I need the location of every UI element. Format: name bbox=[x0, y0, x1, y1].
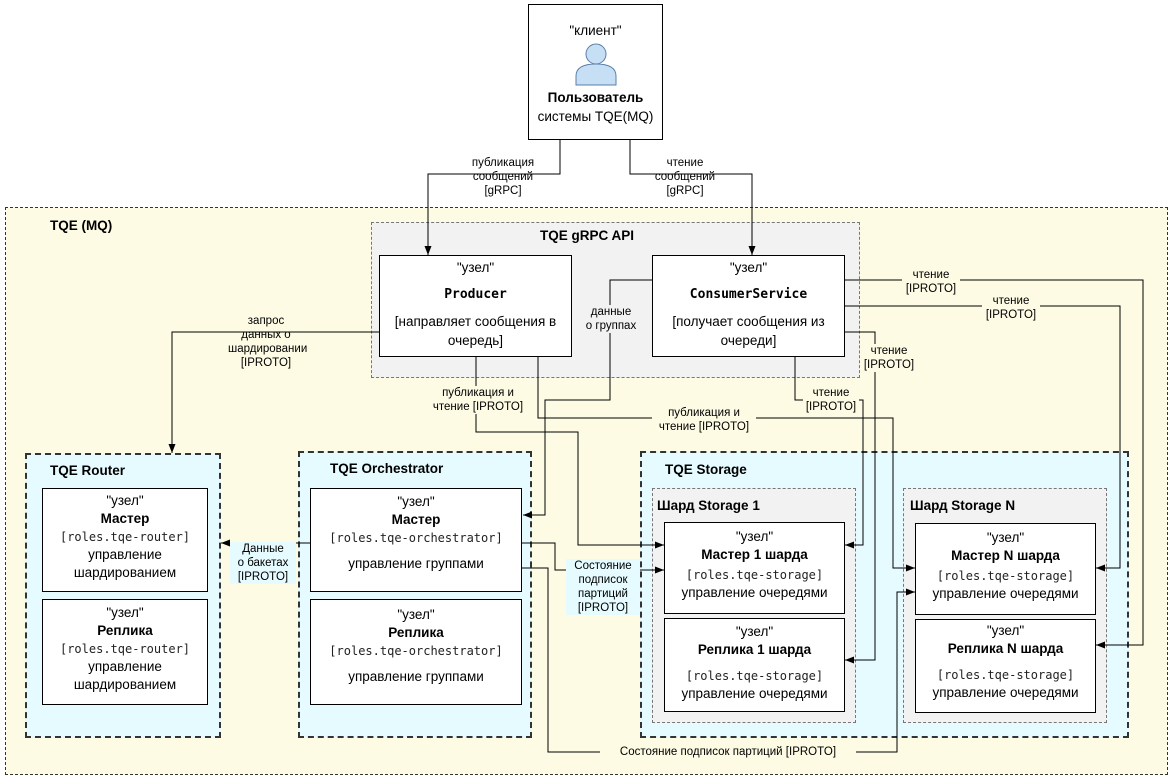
node-role: "узел" bbox=[735, 529, 774, 544]
edge-label-read-4: чтение[IPROTO] bbox=[902, 268, 960, 296]
node-roles: [roles.tqe-router] bbox=[59, 530, 191, 544]
edge-read bbox=[629, 140, 756, 255]
edge-sharding-request bbox=[168, 331, 379, 453]
shard1-replica-node: "узел" Реплика 1 шарда [roles.tqe-storag… bbox=[664, 618, 845, 712]
node-role: "узел" bbox=[986, 623, 1025, 638]
client-actor: "клиент" Пользователь системы TQE(MQ) bbox=[528, 4, 663, 140]
edge-groups-data bbox=[523, 279, 652, 519]
edge-label-sub-state-bottom: Состояние подписок партиций [IPROTO] bbox=[600, 745, 856, 759]
orchestrator-replica-node: "узел" Реплика [roles.tqe-orchestrator] … bbox=[310, 599, 522, 705]
edge-read-1 bbox=[794, 357, 864, 549]
edge-pub-read-2 bbox=[537, 357, 915, 572]
client-title: Пользователь bbox=[547, 90, 644, 105]
router-master-node: "узел" Мастер [roles.tqe-router] управле… bbox=[42, 488, 208, 592]
node-name: Мастер bbox=[391, 512, 441, 527]
shard1-title: Шард Storage 1 bbox=[657, 498, 760, 513]
orchestrator-master-node: "узел" Мастер [roles.tqe-orchestrator] у… bbox=[310, 488, 522, 592]
tqe-group-title: TQE (MQ) bbox=[50, 218, 113, 233]
router-title: TQE Router bbox=[50, 463, 126, 478]
node-roles: [roles.tqe-storage] bbox=[685, 568, 824, 582]
node-role: "узел" bbox=[106, 605, 144, 620]
consumer-node: "узел" ConsumerService [получает сообщен… bbox=[652, 255, 845, 357]
node-desc: [получает сообщения из очереди] bbox=[672, 314, 825, 348]
node-desc: управление шардированием bbox=[73, 659, 177, 692]
grpc-api-title: TQE gRPC API bbox=[540, 228, 635, 243]
shardN-title: Шард Storage N bbox=[910, 498, 1016, 513]
router-replica-node: "узел" Реплика [roles.tqe-router] управл… bbox=[42, 599, 208, 705]
node-name: Реплика N шарда bbox=[947, 641, 1064, 656]
orchestrator-title: TQE Orchestrator bbox=[330, 461, 444, 476]
node-roles: [roles.tqe-router] bbox=[59, 642, 191, 656]
node-roles: [roles.tqe-orchestrator] bbox=[329, 644, 503, 658]
node-name: Реплика 1 шарда bbox=[697, 642, 812, 657]
edge-label-read-1: чтение[IPROTO] bbox=[803, 386, 859, 414]
node-role: "узел" bbox=[729, 260, 768, 275]
node-name: Мастер 1 шарда bbox=[701, 547, 808, 562]
node-desc: управление очередями bbox=[681, 585, 828, 600]
node-name: Реплика bbox=[388, 625, 444, 640]
client-role: "клиент" bbox=[569, 23, 622, 38]
node-roles: [roles.tqe-storage] bbox=[936, 569, 1075, 583]
node-role: "узел" bbox=[986, 530, 1025, 545]
producer-node: "узел" Producer [направляет сообщения в … bbox=[379, 255, 572, 357]
node-desc: управление очередями bbox=[932, 586, 1079, 601]
edge-read-4 bbox=[845, 279, 1144, 649]
client-subtitle: системы TQE(MQ) bbox=[537, 109, 654, 124]
node-role: "узел" bbox=[456, 260, 495, 275]
node-role: "узел" bbox=[735, 624, 774, 639]
edge-label-read-3: чтение[IPROTO] bbox=[982, 294, 1040, 322]
person-icon bbox=[575, 43, 616, 86]
storage-title: TQE Storage bbox=[665, 462, 747, 477]
shardN-replica-node: "узел" Реплика N шарда [roles.tqe-storag… bbox=[915, 619, 1096, 713]
node-roles: [roles.tqe-storage] bbox=[936, 668, 1075, 682]
node-desc: управление очередями bbox=[681, 686, 828, 701]
edge-label-read-2: чтение[IPROTO] bbox=[860, 344, 918, 372]
node-role: "узел" bbox=[106, 493, 144, 508]
node-desc: управление группами bbox=[348, 556, 484, 571]
node-name: ConsumerService bbox=[689, 287, 808, 302]
node-role: "узел" bbox=[397, 607, 435, 622]
edge-publish bbox=[424, 140, 561, 255]
shardN-master-node: "узел" Мастер N шарда [roles.tqe-storage… bbox=[915, 523, 1096, 615]
shard1-master-node: "узел" Мастер 1 шарда [roles.tqe-storage… bbox=[664, 522, 845, 614]
node-role: "узел" bbox=[397, 494, 435, 509]
node-name: Producer bbox=[444, 287, 507, 302]
node-desc: управление очередями bbox=[932, 685, 1079, 700]
node-name: Мастер bbox=[100, 511, 150, 526]
node-name: Реплика bbox=[97, 623, 153, 638]
node-roles: [roles.tqe-orchestrator] bbox=[329, 531, 503, 545]
node-desc: управление группами bbox=[348, 669, 484, 684]
node-desc: [направляет сообщения в очередь] bbox=[394, 314, 557, 348]
node-roles: [roles.tqe-storage] bbox=[685, 669, 824, 683]
node-desc: управление шардированием bbox=[73, 547, 177, 580]
edge-read-2 bbox=[845, 331, 876, 664]
node-name: Мастер N шарда bbox=[951, 548, 1060, 563]
